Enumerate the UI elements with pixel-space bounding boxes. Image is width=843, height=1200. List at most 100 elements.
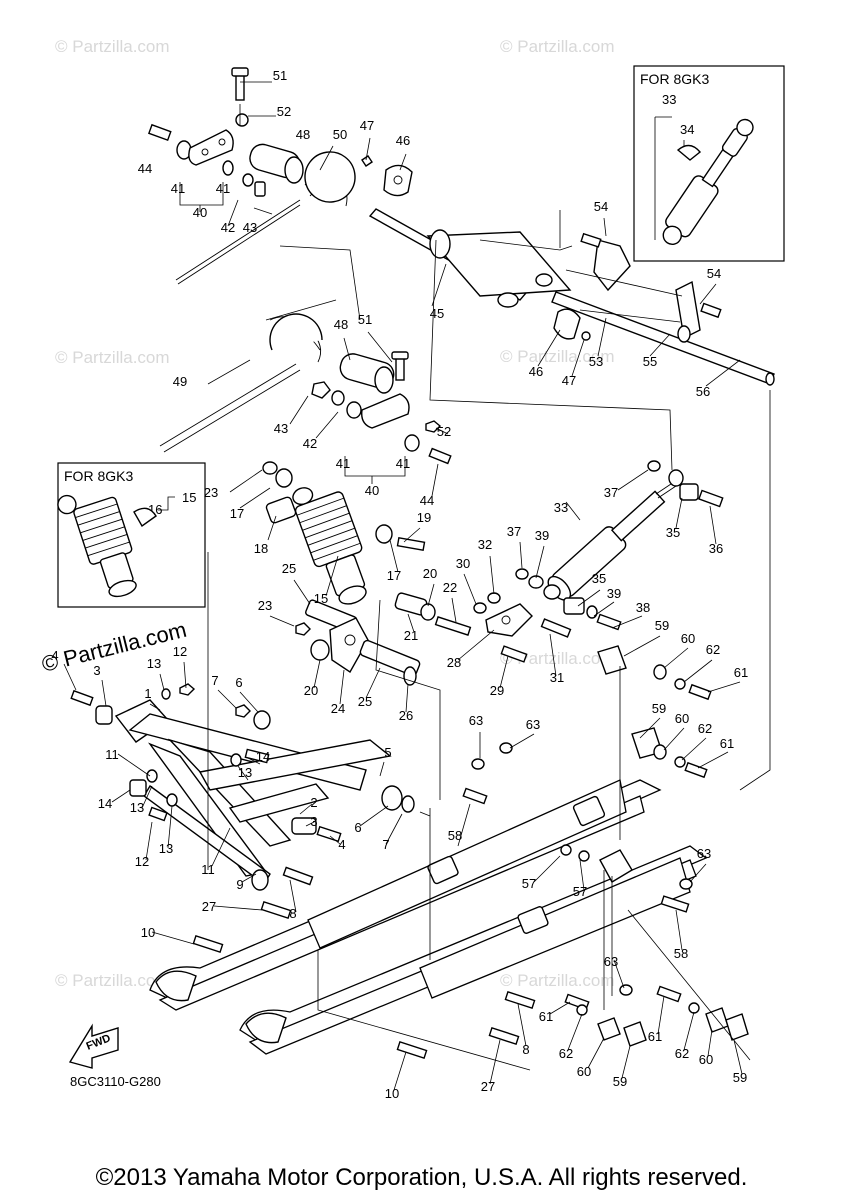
callout-label: 58 <box>674 946 688 961</box>
pivot-shaft-assembly <box>295 599 421 686</box>
callout-label: 33 <box>554 500 568 515</box>
callout-label: 49 <box>173 374 187 389</box>
callout-label: 22 <box>443 580 457 595</box>
callout-label: 57 <box>522 876 536 891</box>
callout-label: 42 <box>303 436 317 451</box>
callout-label: 11 <box>105 747 119 762</box>
callout-label: 7 <box>211 673 218 688</box>
inset-8gk3-spring: FOR 8GK3 15 16 <box>57 462 206 608</box>
callout-label: 14 <box>256 749 270 764</box>
callout-label: 13 <box>159 841 173 856</box>
callout-label: 54 <box>707 266 721 281</box>
callout-label: 40 <box>365 483 379 498</box>
callout-label: 30 <box>456 556 470 571</box>
callout-label: 48 <box>296 127 310 142</box>
callout-label: 36 <box>709 541 723 556</box>
callout-label: 51 <box>273 68 287 83</box>
watermark-text: © Partzilla.com <box>500 649 615 668</box>
center-bracket <box>394 592 572 663</box>
leader-lines <box>63 81 771 1091</box>
callout-label: 44 <box>138 161 152 176</box>
callout-label: 12 <box>135 854 149 869</box>
callout-label: 54 <box>594 199 608 214</box>
lower-torsion-assembly <box>159 313 452 465</box>
callout-label: 62 <box>706 642 720 657</box>
callout-label: 35 <box>666 525 680 540</box>
callout-label: 52 <box>277 104 291 119</box>
callout-label: 60 <box>675 711 689 726</box>
callout-label: 28 <box>447 655 461 670</box>
callout-label: 10 <box>385 1086 399 1101</box>
callout-label: 39 <box>535 528 549 543</box>
callout-label: 60 <box>681 631 695 646</box>
callout-label: 14 <box>98 796 112 811</box>
callout-label: 41 <box>216 181 230 196</box>
callout-label: 27 <box>202 899 216 914</box>
callout-label: 5 <box>384 745 391 760</box>
copyright-notice: ©2013 Yamaha Motor Corporation, U.S.A. A… <box>95 1164 748 1191</box>
callout-label: 13 <box>238 765 252 780</box>
callout-label: 26 <box>399 708 413 723</box>
slider-shoes <box>462 645 749 1047</box>
callout-label: 17 <box>230 506 244 521</box>
callout-label: 15 <box>314 591 328 606</box>
inset-title: FOR 8GK3 <box>640 71 709 87</box>
upper-crossshaft <box>368 208 775 386</box>
callout-label: 37 <box>507 524 521 539</box>
callout-label: 43 <box>274 421 288 436</box>
callout-label: 10 <box>141 925 155 940</box>
callout-label: 52 <box>437 424 451 439</box>
callout-label: 1 <box>144 686 151 701</box>
callout-label: 6 <box>235 675 242 690</box>
inset-title: FOR 8GK3 <box>64 468 133 484</box>
callout-label: 41 <box>396 456 410 471</box>
callout-label: 8 <box>289 906 296 921</box>
slide-rail-left <box>149 779 662 1011</box>
callout-label: 25 <box>358 694 372 709</box>
watermark-text: © Partzilla.com <box>39 617 189 677</box>
watermark-text: © Partzilla.com <box>55 348 170 367</box>
slide-rail-right <box>239 845 708 1060</box>
callout-label: 33 <box>662 92 676 107</box>
callout-label: 39 <box>607 586 621 601</box>
callout-label: 62 <box>675 1046 689 1061</box>
callout-label: 23 <box>204 485 218 500</box>
callout-label: 59 <box>613 1074 627 1089</box>
watermark-text: © Partzilla.com <box>500 37 615 56</box>
callout-label: 38 <box>636 600 650 615</box>
callout-label: 25 <box>282 561 296 576</box>
callout-label: 19 <box>417 510 431 525</box>
callout-label: 53 <box>589 354 603 369</box>
callout-label: 6 <box>354 820 361 835</box>
callout-label: 61 <box>539 1009 553 1024</box>
watermark-text: © Partzilla.com <box>55 37 170 56</box>
callout-label: 63 <box>526 717 540 732</box>
callout-label: 8 <box>522 1042 529 1057</box>
callout-label: 61 <box>734 665 748 680</box>
callout-label: 43 <box>243 220 257 235</box>
callout-label: 62 <box>559 1046 573 1061</box>
fwd-arrow-icon: FWD <box>68 1023 119 1069</box>
callout-label: 48 <box>334 317 348 332</box>
callout-label: 44 <box>420 493 434 508</box>
watermark-text: © Partzilla.com <box>55 971 170 990</box>
callout-label: 3 <box>310 814 317 829</box>
callout-label: 61 <box>648 1029 662 1044</box>
callout-label: 17 <box>387 568 401 583</box>
callout-label: 31 <box>550 670 564 685</box>
diagram-code: 8GC3110-G280 <box>70 1074 161 1089</box>
callout-label: 41 <box>171 181 185 196</box>
callout-label: 46 <box>396 133 410 148</box>
callout-label: 20 <box>304 683 318 698</box>
callout-label: 63 <box>604 954 618 969</box>
callout-label: 9 <box>236 877 243 892</box>
callout-label: 29 <box>490 683 504 698</box>
callout-label: 11 <box>201 862 215 877</box>
callout-label: 13 <box>130 800 144 815</box>
callout-label: 63 <box>469 713 483 728</box>
callout-label: 32 <box>478 537 492 552</box>
callout-label: 41 <box>336 456 350 471</box>
watermark-text: © Partzilla.com <box>500 971 615 990</box>
callout-label: 13 <box>147 656 161 671</box>
